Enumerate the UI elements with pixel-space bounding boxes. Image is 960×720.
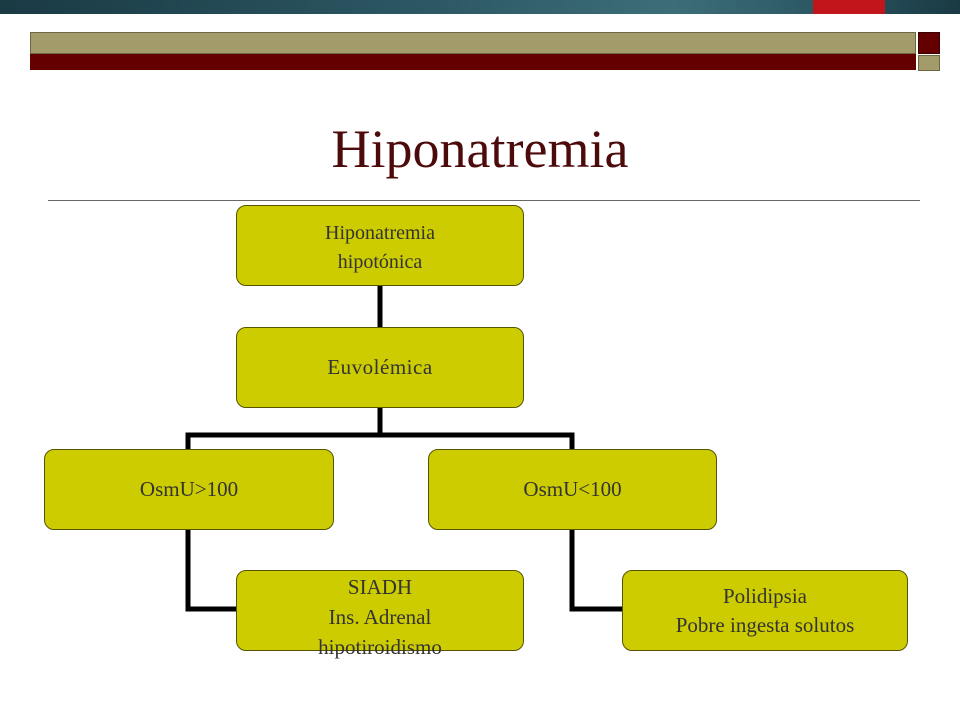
- top-accent-block: [813, 0, 885, 14]
- node-siadh-causes: SIADH Ins. Adrenal hipotiroidismo: [236, 570, 524, 659]
- title-divider: [48, 200, 920, 201]
- connector-osmhi-siadh: [185, 527, 239, 612]
- connector-branch-bar: [185, 432, 575, 452]
- node-euvolemica: Euvolémica: [236, 327, 524, 408]
- node-hiponatremia-hipotonica: Hiponatremia hipotónica: [236, 205, 524, 286]
- connector-osmlo-polidipsia: [569, 527, 625, 612]
- node-osmu-mayor-100: OsmU>100: [44, 449, 334, 530]
- header-olive-square: [918, 55, 940, 71]
- node-osmu-menor-100: OsmU<100: [428, 449, 717, 530]
- header-maroon-bar: [30, 54, 916, 70]
- node-polidipsia-causes: Polidipsia Pobre ingesta solutos: [622, 570, 908, 651]
- top-decorative-band: [0, 0, 960, 14]
- header-maroon-square: [918, 32, 940, 54]
- header-olive-bar: [30, 32, 916, 54]
- slide-title: Hiponatremia: [331, 119, 629, 179]
